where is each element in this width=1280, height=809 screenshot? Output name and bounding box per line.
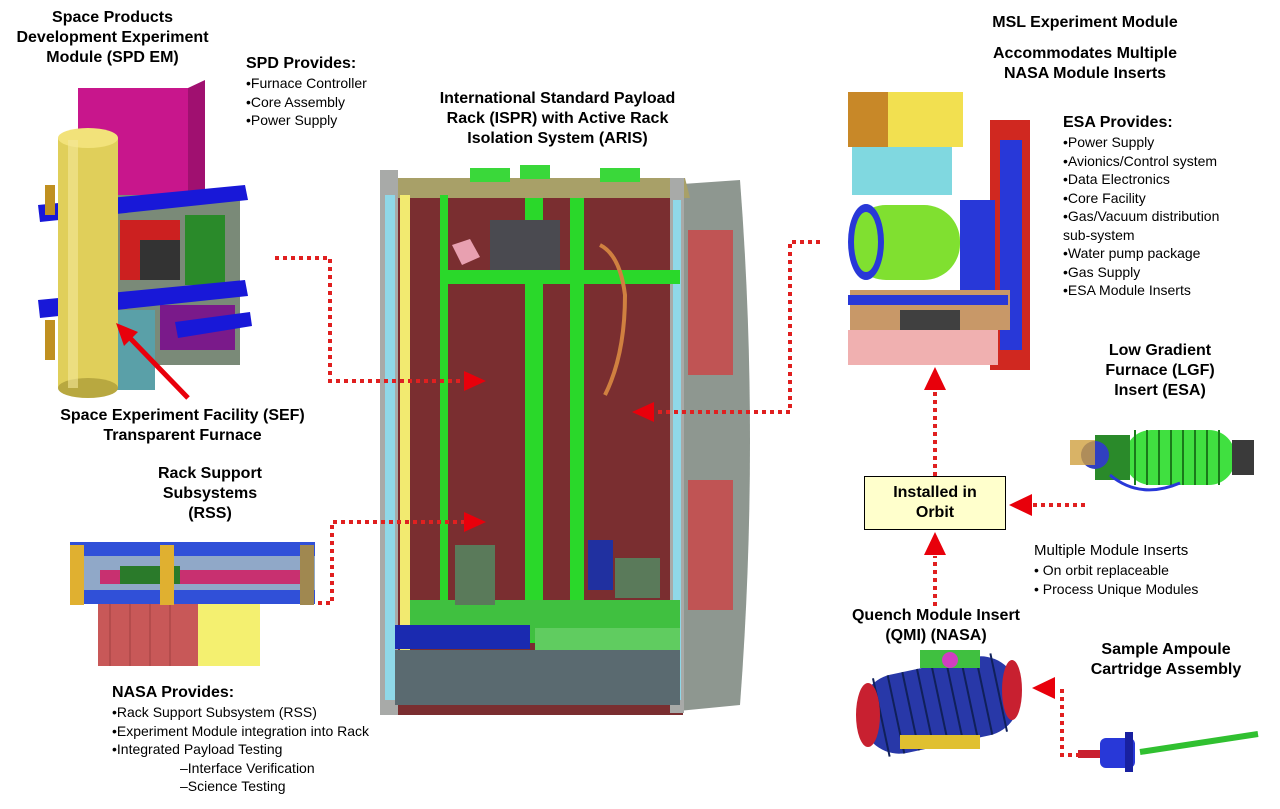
sef-label-line: Transparent Furnace xyxy=(103,427,262,444)
esa-provides-block: ESA Provides: •Power Supply •Avionics/Co… xyxy=(1063,113,1219,300)
nasa-provides-item: •Experiment Module integration into Rack xyxy=(112,722,370,739)
rss-title-line: Subsystems xyxy=(162,485,258,502)
multiple-inserts-item: • On orbit replaceable xyxy=(1034,562,1169,578)
lgf-hardware-image xyxy=(1070,430,1254,492)
nasa-provides-block: NASA Provides: •Rack Support Subsystem (… xyxy=(112,683,369,796)
spd-provides-item: •Power Supply xyxy=(246,112,338,128)
msl-subtitle: Accommodates Multiple NASA Module Insert… xyxy=(965,44,1205,84)
nasa-provides-heading: NASA Provides: xyxy=(112,684,235,701)
nasa-provides-item: •Rack Support Subsystem (RSS) xyxy=(112,704,317,720)
sample-title-line: Sample Ampoule xyxy=(1101,641,1231,658)
sef-pointer-arrow xyxy=(116,323,190,400)
esa-provides-item: •Data Electronics xyxy=(1063,171,1170,187)
spd-provides-block: SPD Provides: •Furnace Controller •Core … xyxy=(246,54,367,130)
qmi-title-line: Quench Module Insert xyxy=(851,607,1020,624)
esa-provides-item: •ESA Module Inserts xyxy=(1063,282,1191,298)
sef-label-line: Space Experiment Facility (SEF) xyxy=(60,407,305,424)
spd-provides-heading: SPD Provides: xyxy=(246,55,357,72)
qmi-title: Quench Module Insert (QMI) (NASA) xyxy=(840,606,1032,646)
spd-em-title-line: Space Products xyxy=(52,9,173,26)
sample-title-line: Cartridge Assembly xyxy=(1090,661,1242,678)
msl-module-hardware-image xyxy=(848,92,1030,370)
esa-provides-item: •Water pump package xyxy=(1063,245,1201,261)
ispr-title: International Standard Payload Rack (ISP… xyxy=(420,89,695,149)
esa-provides-item: sub-system xyxy=(1063,226,1135,243)
connector-arrowheads xyxy=(464,367,1055,699)
lgf-title-line: Insert (ESA) xyxy=(1114,382,1206,399)
lgf-title-line: Furnace (LGF) xyxy=(1105,362,1215,379)
installed-in-orbit-box: Installed in Orbit xyxy=(864,476,1006,530)
esa-provides-heading: ESA Provides: xyxy=(1063,114,1173,131)
msl-title: MSL Experiment Module xyxy=(992,14,1178,31)
nasa-provides-subitem: –Interface Verification xyxy=(180,759,315,776)
multiple-inserts-heading: Multiple Module Inserts xyxy=(1034,542,1189,559)
installed-box-line: Orbit xyxy=(915,504,955,521)
rss-title: Rack Support Subsystems (RSS) xyxy=(130,464,290,524)
rss-title-line: (RSS) xyxy=(188,505,232,522)
ispr-title-line: Isolation System (ARIS) xyxy=(467,130,648,147)
qmi-title-line: (QMI) (NASA) xyxy=(885,627,987,644)
sample-title: Sample Ampoule Cartridge Assembly xyxy=(1080,640,1252,680)
esa-provides-item: •Power Supply xyxy=(1063,134,1155,150)
ispr-rack-image xyxy=(380,165,750,715)
rss-hardware-image xyxy=(70,542,315,666)
ispr-title-line: International Standard Payload xyxy=(439,90,676,107)
esa-provides-item: •Avionics/Control system xyxy=(1063,152,1218,169)
rss-title-line: Rack Support xyxy=(157,465,262,482)
installed-box-line: Installed in xyxy=(893,484,977,501)
ispr-title-line: Rack (ISPR) with Active Rack xyxy=(446,110,669,127)
multiple-inserts-item: • Process Unique Modules xyxy=(1034,580,1199,597)
spd-em-hardware-image xyxy=(38,80,252,398)
esa-provides-item: •Gas/Vacuum distribution xyxy=(1063,208,1220,224)
multiple-inserts-block: Multiple Module Inserts • On orbit repla… xyxy=(1034,541,1198,598)
qmi-hardware-image xyxy=(856,650,1022,757)
spd-provides-item: •Furnace Controller xyxy=(246,75,367,91)
spd-provides-item: •Core Assembly xyxy=(246,93,346,110)
msl-subtitle-line: Accommodates Multiple xyxy=(992,45,1178,62)
esa-provides-item: •Core Facility xyxy=(1063,189,1146,206)
spd-em-title-line: Development Experiment xyxy=(16,29,209,46)
nasa-provides-item: •Integrated Payload Testing xyxy=(112,741,283,757)
spd-em-title: Space Products Development Experiment Mo… xyxy=(5,8,220,68)
lgf-title-line: Low Gradient xyxy=(1108,342,1212,359)
lgf-title: Low Gradient Furnace (LGF) Insert (ESA) xyxy=(1085,341,1235,401)
spd-em-title-line: Module (SPD EM) xyxy=(46,49,179,66)
msl-subtitle-line: NASA Module Inserts xyxy=(1003,65,1167,82)
sef-label: Space Experiment Facility (SEF) Transpar… xyxy=(40,406,325,446)
nasa-provides-subitem: –Science Testing xyxy=(180,778,286,794)
esa-provides-item: •Gas Supply xyxy=(1063,263,1141,280)
connector-arrows xyxy=(275,240,1085,757)
sample-ampoule-hardware-image xyxy=(1078,731,1259,772)
